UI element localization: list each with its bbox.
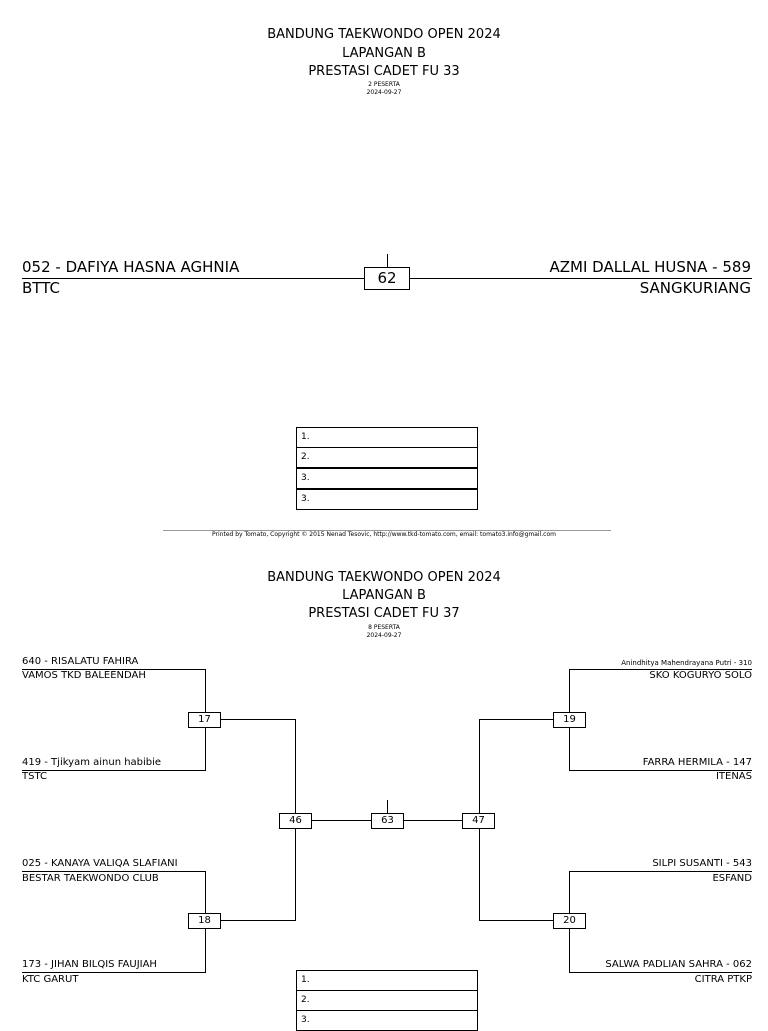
event-title-2: BANDUNG TAEKWONDO OPEN 2024 — [267, 570, 501, 585]
match-box-17: 17 — [188, 712, 221, 728]
player-name-4: 173 - JIHAN BILQIS FAUJIAH — [22, 959, 157, 970]
match-box-47: 47 — [462, 813, 495, 829]
player-club-8: CITRA PTKP — [694, 974, 752, 985]
rank-row-2: 2. — [296, 447, 478, 468]
category-label-2: PRESTASI CADET FU 37 — [308, 606, 460, 621]
left-athlete-club: BTTC — [22, 279, 60, 297]
category-label-1: PRESTASI CADET FU 33 — [308, 64, 460, 79]
right-athlete-club: SANGKURIANG — [639, 279, 751, 297]
player-name-1: 640 - RISALATU FAHIRA — [22, 656, 139, 667]
player-club-6: ITENAS — [715, 771, 752, 782]
date-label-2: 2024-09-27 — [366, 632, 402, 639]
player-club-2: TSTC — [22, 771, 47, 782]
footer-divider — [163, 530, 611, 531]
player-name-7: SILPI SUSANTI - 543 — [652, 858, 752, 869]
match-box-63: 63 — [371, 813, 404, 829]
player-club-5: SKO KOGURYO SOLO — [649, 670, 752, 681]
match-box-19: 19 — [553, 712, 586, 728]
match-box-46: 46 — [279, 813, 312, 829]
rank-row-2: 2. — [296, 990, 478, 1011]
match-box-62: 62 — [364, 267, 410, 290]
match-box-20: 20 — [553, 913, 586, 929]
player-name-2: 419 - Tjikyam ainun habibie — [22, 757, 162, 768]
player-name-5: Anindhitya Mahendrayana Putri - 310 — [621, 659, 752, 667]
rank-row-3: 3. — [296, 1010, 478, 1031]
rank-row-1: 1. — [296, 970, 478, 991]
player-name-3: 025 - KANAYA VALIQA SLAFIANI — [22, 858, 178, 869]
player-club-3: BESTAR TAEKWONDO CLUB — [22, 873, 159, 884]
rank-row-1: 1. — [296, 427, 478, 448]
player-name-8: SALWA PADLIAN SAHRA - 062 — [605, 959, 752, 970]
player-club-1: VAMOS TKD BALEENDAH — [22, 670, 146, 681]
match-box-18: 18 — [188, 913, 221, 929]
rank-row-3: 3. — [296, 468, 478, 489]
player-club-4: KTC GARUT — [22, 974, 79, 985]
player-name-6: FARRA HERMILA - 147 — [642, 757, 752, 768]
right-athlete-name: AZMI DALLAL HUSNA - 589 — [549, 258, 751, 276]
participants-count-1: 2 PESERTA — [368, 81, 400, 88]
participants-count-2: 8 PESERTA — [368, 624, 400, 631]
court-label-2: LAPANGAN B — [342, 588, 426, 603]
left-athlete-name: 052 - DAFIYA HASNA AGHNIA — [22, 258, 240, 276]
date-label-1: 2024-09-27 — [366, 89, 402, 96]
court-label-1: LAPANGAN B — [342, 46, 426, 61]
event-title-1: BANDUNG TAEKWONDO OPEN 2024 — [267, 27, 501, 42]
player-club-7: ESFAND — [712, 873, 752, 884]
final-connector — [387, 254, 388, 268]
print-footer: Printed by Tomato, Copyright © 2015 Nena… — [212, 531, 556, 538]
rank-row-4: 3. — [296, 489, 478, 510]
